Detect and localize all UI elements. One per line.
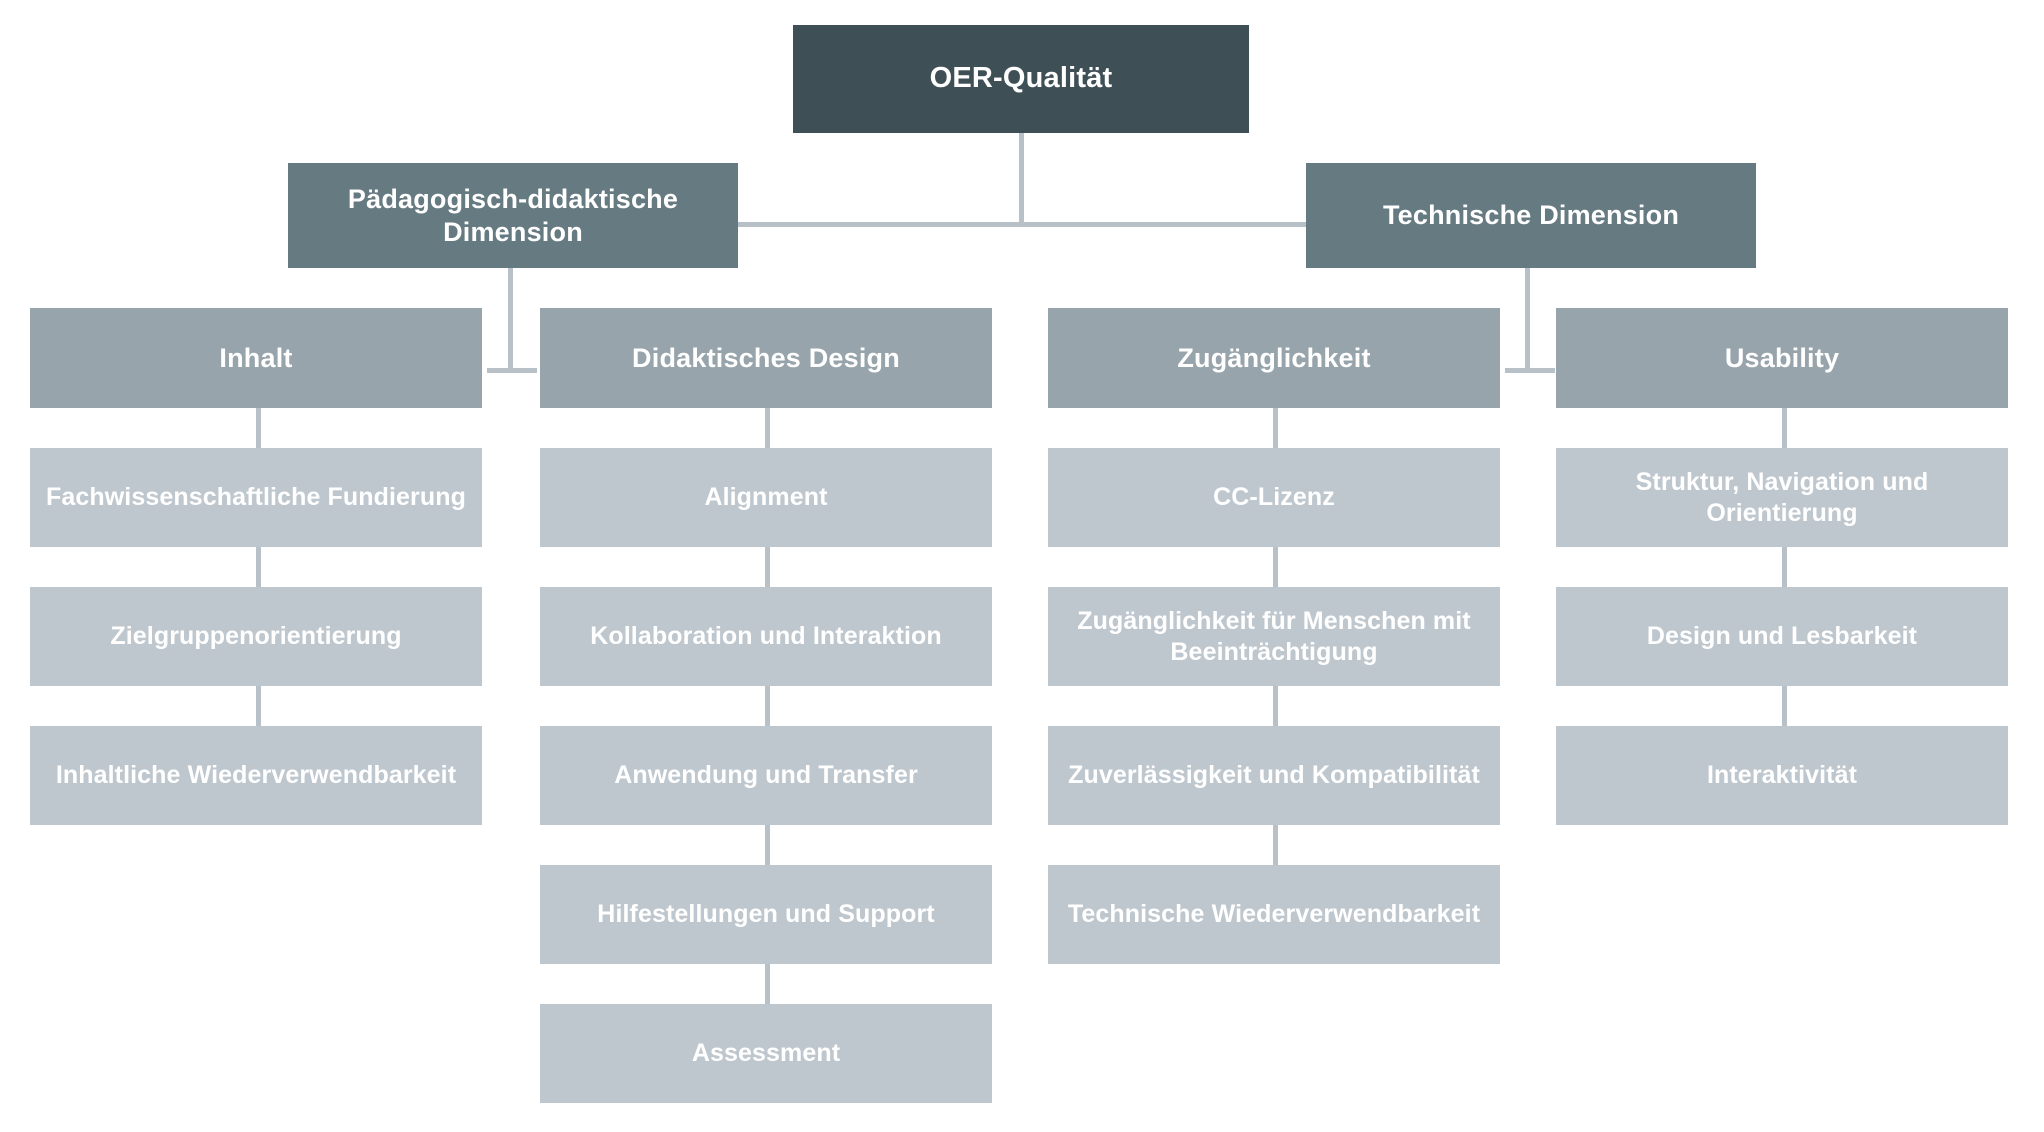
node-category-didaktisches-design[interactable]: Didaktisches Design [540, 308, 992, 408]
node-leaf-assessment[interactable]: Assessment [540, 1004, 992, 1103]
node-leaf-anwendung-und-transfer[interactable]: Anwendung und Transfer [540, 726, 992, 825]
connector-technisch-bar [1505, 368, 1555, 373]
node-root-oer-qualitaet[interactable]: OER-Qualität [793, 25, 1249, 133]
connector-zugaenglichkeit-4 [1273, 825, 1278, 866]
connector-inhalt-3 [256, 686, 261, 727]
connector-inhalt-1 [256, 408, 261, 448]
connector-didaktik-3 [765, 686, 770, 727]
node-leaf-hilfestellungen-und-support[interactable]: Hilfestellungen und Support [540, 865, 992, 964]
node-leaf-alignment[interactable]: Alignment [540, 448, 992, 547]
node-leaf-interaktivitaet[interactable]: Interaktivität [1556, 726, 2008, 825]
connector-technisch-stem [1525, 268, 1530, 372]
node-leaf-zielgruppenorientierung[interactable]: Zielgruppenorientierung [30, 587, 482, 686]
node-leaf-fachwissenschaftliche-fundierung[interactable]: Fachwissenschaftliche Fundierung [30, 448, 482, 547]
connector-inhalt-2 [256, 547, 261, 588]
node-leaf-zugaenglichkeit-fuer-menschen-mit-beeintraechtigung[interactable]: Zugänglichkeit für Menschen mit Beeinträ… [1048, 587, 1500, 686]
node-leaf-inhaltliche-wiederverwendbarkeit[interactable]: Inhaltliche Wiederverwendbarkeit [30, 726, 482, 825]
node-category-zugaenglichkeit[interactable]: Zugänglichkeit [1048, 308, 1500, 408]
node-dimension-technische[interactable]: Technische Dimension [1306, 163, 1756, 268]
connector-didaktik-2 [765, 547, 770, 588]
connector-usability-1 [1782, 408, 1787, 448]
connector-paedagogisch-bar [487, 368, 537, 373]
node-leaf-cc-lizenz[interactable]: CC-Lizenz [1048, 448, 1500, 547]
connector-didaktik-5 [765, 964, 770, 1005]
connector-usability-3 [1782, 686, 1787, 727]
node-leaf-design-und-lesbarkeit[interactable]: Design und Lesbarkeit [1556, 587, 2008, 686]
node-leaf-struktur-navigation-und-orientierung[interactable]: Struktur, Navigation und Orientierung [1556, 448, 2008, 547]
connector-dimensions-bar [737, 222, 1307, 227]
node-category-usability[interactable]: Usability [1556, 308, 2008, 408]
node-leaf-kollaboration-und-interaktion[interactable]: Kollaboration und Interaktion [540, 587, 992, 686]
connector-zugaenglichkeit-2 [1273, 547, 1278, 588]
node-dimension-paedagogisch-didaktische[interactable]: Pädagogisch-didaktische Dimension [288, 163, 738, 268]
node-leaf-technische-wiederverwendbarkeit[interactable]: Technische Wiederverwendbarkeit [1048, 865, 1500, 964]
connector-paedagogisch-stem [508, 268, 513, 372]
connector-root-stem [1019, 133, 1024, 225]
node-category-inhalt[interactable]: Inhalt [30, 308, 482, 408]
connector-didaktik-4 [765, 825, 770, 866]
connector-usability-2 [1782, 547, 1787, 588]
connector-zugaenglichkeit-1 [1273, 408, 1278, 448]
connector-didaktik-1 [765, 408, 770, 448]
node-leaf-zuverlaessigkeit-und-kompatibilitaet[interactable]: Zuverlässigkeit und Kompatibilität [1048, 726, 1500, 825]
connector-zugaenglichkeit-3 [1273, 686, 1278, 727]
